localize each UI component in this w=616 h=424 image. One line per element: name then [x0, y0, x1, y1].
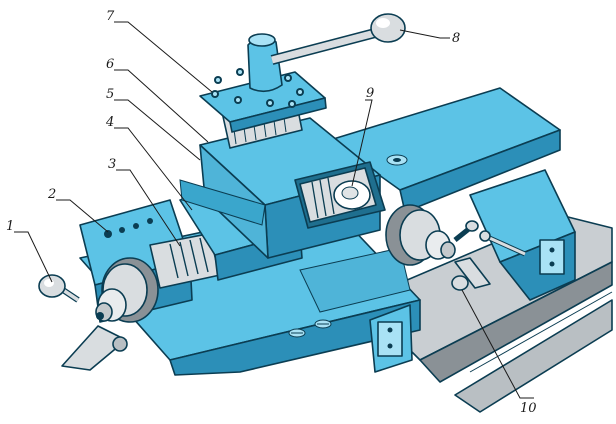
cross-slide-beam	[329, 87, 561, 213]
callout-labels: 1 2 3 4 5 6 7 8 9 10	[6, 9, 537, 416]
callout-2: 2	[47, 187, 56, 202]
callout-9: 9	[366, 86, 374, 101]
callout-6: 6	[106, 57, 114, 72]
callout-8: 8	[452, 31, 460, 46]
callout-leaders	[14, 21, 534, 399]
callout-10: 10	[520, 401, 537, 416]
right-lever	[479, 230, 527, 257]
callout-7: 7	[106, 9, 115, 24]
callout-4: 4	[105, 115, 114, 130]
callout-3: 3	[108, 157, 116, 172]
slide-screw	[294, 161, 386, 229]
top-slide-handwheel	[385, 204, 491, 291]
left-handwheel	[38, 257, 159, 371]
tool-post	[199, 33, 327, 149]
callout-1: 1	[6, 219, 14, 234]
bed-flange	[369, 304, 413, 373]
clamp-handle	[270, 13, 406, 65]
callout-5: 5	[106, 87, 114, 102]
